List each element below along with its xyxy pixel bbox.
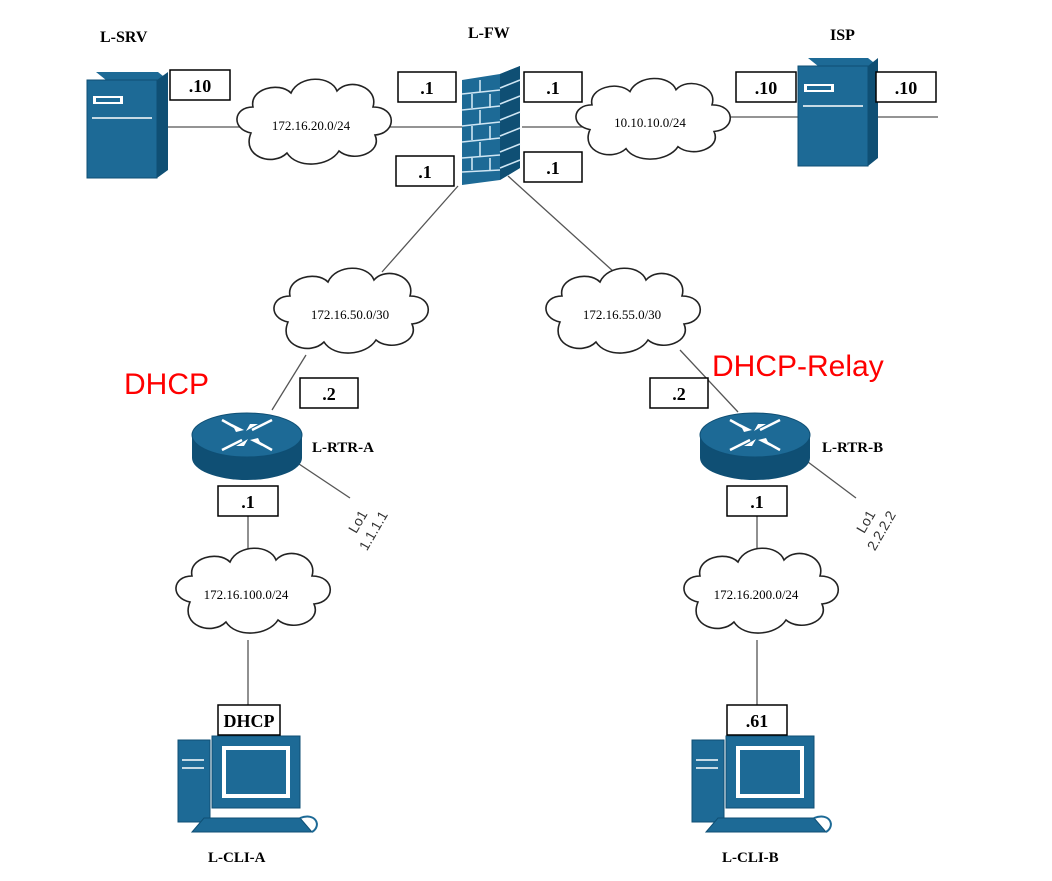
wire-fw-cloud-50 [381,185,459,273]
address-box: .2 [299,377,359,409]
network-label: 10.10.10.0/24 [614,116,686,130]
router-l-rtr-a[interactable]: L-RTR-A Lo1 1.1.1.1 [191,412,391,553]
cloud-fw-rtra: 172.16.50.0/30 [273,267,430,354]
svg-text:.1: .1 [420,78,434,98]
svg-text:.1: .1 [750,492,764,512]
router-l-rtr-b[interactable]: L-RTR-B Lo1 2.2.2.2 [699,412,899,553]
device-name: L-RTR-A [312,440,374,456]
wire-cloud50-rtra [271,354,307,411]
address-box: .1 [523,71,583,103]
server-icon [797,58,878,167]
address-box: .10 [169,69,231,101]
svg-text:.1: .1 [418,162,432,182]
role-label-dhcp-relay: DHCP-Relay [712,350,884,383]
svg-text:.1: .1 [546,78,560,98]
role-label-dhcp: DHCP [124,368,209,401]
svg-text:.1: .1 [546,158,560,178]
server-icon [86,72,168,179]
network-label: 172.16.20.0/24 [272,118,351,133]
cloud-fw-isp: 10.10.10.0/24 [575,77,732,160]
workstation-l-cli-a[interactable]: L-CLI-A [177,735,318,866]
device-name: L-RTR-B [822,440,883,456]
svg-text:.1: .1 [241,492,255,512]
svg-text:.10: .10 [755,78,778,98]
cloud-rtrb-lan: 172.16.200.0/24 [683,547,840,634]
network-label: 172.16.100.0/24 [204,587,289,602]
svg-text:.61: .61 [746,711,769,731]
connections [168,116,938,705]
router-icon [699,412,811,480]
wire-rtrb-loopback [807,461,857,499]
svg-text:.2: .2 [322,384,336,404]
address-box: .1 [523,151,583,183]
device-name: ISP [830,27,855,44]
cloud-rtra-lan: 172.16.100.0/24 [175,547,332,634]
svg-text:.2: .2 [672,384,686,404]
loopback-label: Lo1 1.1.1.1 [345,507,391,553]
address-box: .10 [875,71,937,103]
network-label: 172.16.200.0/24 [714,587,799,602]
address-box: .61 [726,704,788,736]
device-name: L-CLI-B [722,850,779,866]
cloud-fw-rtrb: 172.16.55.0/30 [545,267,702,354]
device-name: L-SRV [100,29,148,46]
svg-text:DHCP: DHCP [224,711,275,731]
address-box: .2 [649,377,709,409]
svg-text:.10: .10 [895,78,918,98]
svg-text:.10: .10 [189,76,212,96]
cloud-srv-fw: 172.16.20.0/24 [236,78,393,165]
wire-rtra-loopback [295,461,351,499]
address-box: .1 [395,155,455,187]
firewall-l-fw[interactable]: L-FW [461,25,521,185]
router-icon [191,412,303,480]
server-l-srv[interactable]: L-SRV [86,29,168,179]
address-box: .1 [726,485,788,517]
address-labels: .10 .1 .1 .10 .10 .1 .1 .2 [169,69,937,736]
wire-cloud55-rtrb [679,349,739,413]
wire-fw-cloud-55 [507,175,615,273]
network-label: 172.16.50.0/30 [311,307,389,322]
loopback-label: Lo1 2.2.2.2 [853,507,899,553]
address-box: .1 [397,71,457,103]
device-name: L-FW [468,25,510,42]
workstation-l-cli-b[interactable]: L-CLI-B [691,735,832,866]
network-label: 172.16.55.0/30 [583,307,661,322]
workstation-icon [691,735,832,833]
server-isp[interactable]: ISP [797,27,878,167]
address-box: DHCP [217,704,281,736]
address-box: .1 [217,485,279,517]
firewall-icon [461,66,521,185]
device-name: L-CLI-A [208,850,266,866]
workstation-icon [177,735,318,833]
address-box: .10 [735,71,797,103]
